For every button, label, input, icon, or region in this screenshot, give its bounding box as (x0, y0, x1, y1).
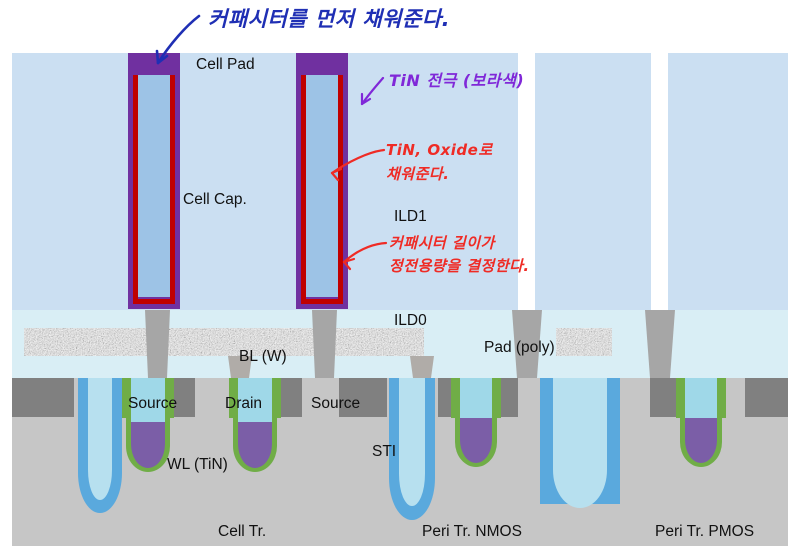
label-pad-poly: Pad (poly) (484, 339, 555, 356)
annotation-tin-oxide-fill-line2: 채워준다. (386, 165, 450, 183)
bl-break-left (12, 328, 24, 356)
label-cell-pad: Cell Pad (196, 56, 255, 73)
annotation-arrows (155, 14, 388, 271)
label-drain: Drain (225, 395, 263, 412)
label-sti: STI (372, 443, 397, 460)
label-peri-nmos: Peri Tr. NMOS (422, 523, 522, 540)
bl-break-far-right (612, 328, 788, 356)
bitline-contact-stubs (228, 356, 434, 378)
label-bl-w: BL (W) (239, 348, 287, 365)
cell-contact-plugs (145, 310, 337, 378)
label-peri-pmos: Peri Tr. PMOS (655, 523, 755, 540)
cell-capacitor-2 (296, 53, 348, 309)
open-trench-1 (518, 53, 535, 310)
annotation-tin-electrode: TiN 전극 (보라색) (389, 71, 525, 90)
label-wl-tin: WL (TiN) (167, 456, 228, 473)
cell-pad-top-1 (128, 53, 180, 75)
annotation-capacitor-length-line1: 커패시터 길이가 (389, 234, 495, 252)
label-cell-tr: Cell Tr. (218, 523, 267, 540)
annotation-capacitor-length-line2: 정전용량을 결정한다. (389, 257, 530, 275)
sti-trenches (78, 378, 620, 520)
pad-poly-plugs (512, 310, 675, 378)
open-trench-2 (651, 53, 668, 310)
label-ild1: ILD1 (394, 208, 427, 225)
cell-capacitor-1 (128, 53, 180, 309)
label-ild0: ILD0 (394, 312, 427, 329)
wordline-gates (126, 378, 722, 472)
annotation-tin-oxide-fill-line1: TiN, Oxide로 (386, 141, 493, 159)
gate-liner-marks (122, 378, 726, 418)
annotation-fill-capacitor-first: 커패시터를 먼저 채워준다. (208, 7, 451, 31)
label-cell-cap: Cell Cap. (183, 191, 247, 208)
label-source-right: Source (311, 395, 361, 412)
cell-pad-top-2 (296, 53, 348, 75)
label-source-left: Source (128, 395, 178, 412)
